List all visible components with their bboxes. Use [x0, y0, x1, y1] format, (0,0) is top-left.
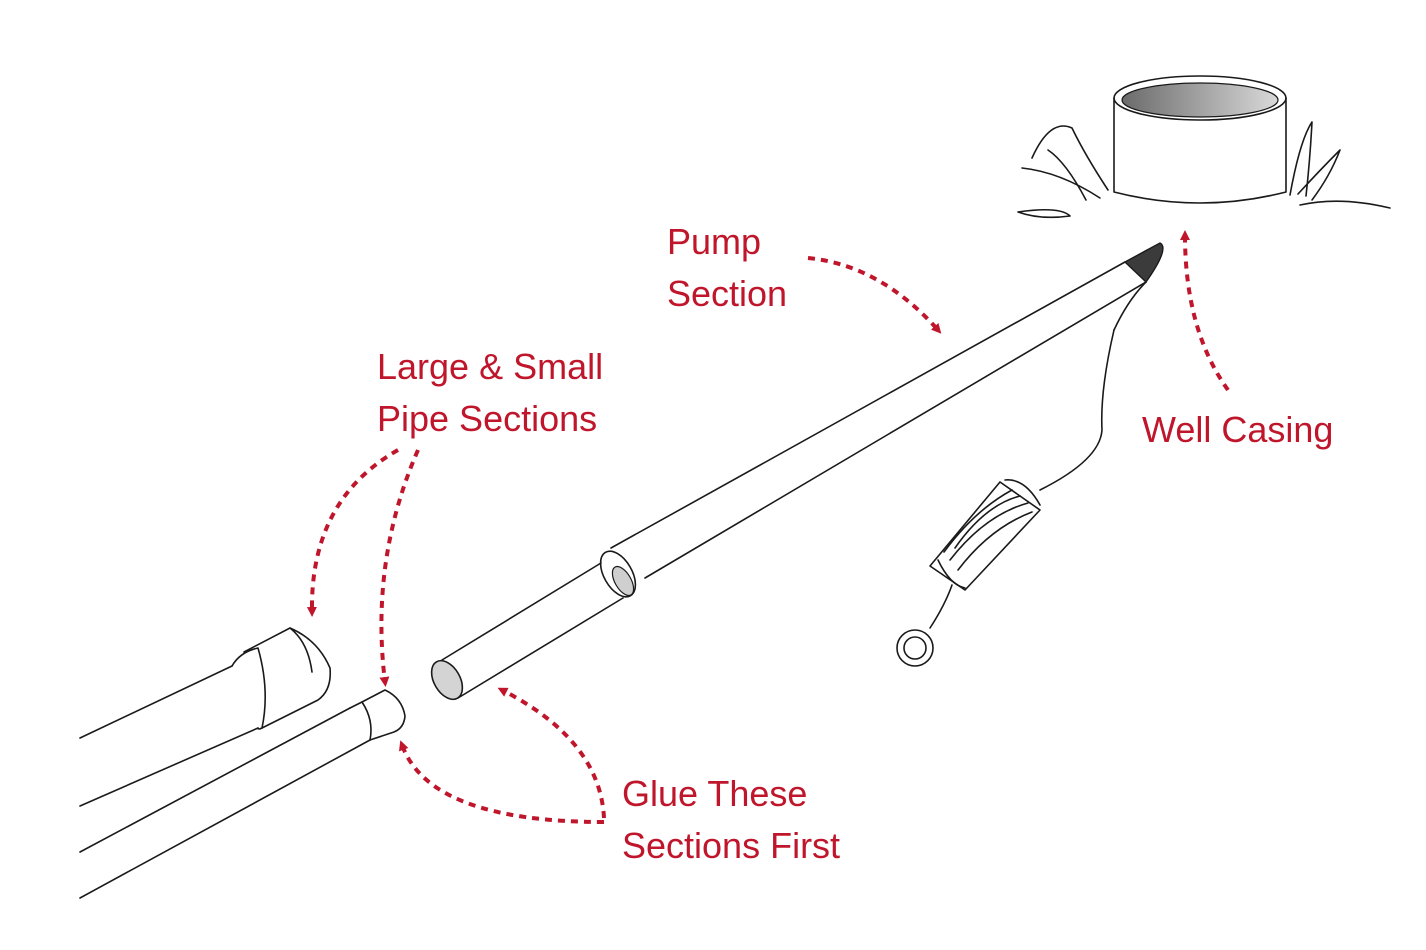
- spool-and-wire-drawing: [896, 329, 1115, 667]
- well-casing-drawing: [1017, 75, 1391, 219]
- arrow-large-pipe: [306, 448, 399, 617]
- arrows: [306, 230, 1230, 824]
- arrow-glue-right: [497, 687, 606, 819]
- arrow-well-casing: [1180, 230, 1230, 392]
- arrow-pump-section: [807, 256, 942, 334]
- pump-section-drawing: [430, 242, 1164, 701]
- pipe-sections-drawing: [79, 627, 406, 899]
- label-large-small-pipe-sections: Large & Small Pipe Sections: [377, 346, 604, 439]
- arrow-small-pipe: [379, 449, 420, 687]
- arrow-glue-left: [399, 740, 605, 824]
- label-well-casing: Well Casing: [1142, 409, 1334, 450]
- label-pump-section: Pump Section: [667, 221, 788, 314]
- label-glue-sections: Glue These Sections First: [622, 773, 841, 866]
